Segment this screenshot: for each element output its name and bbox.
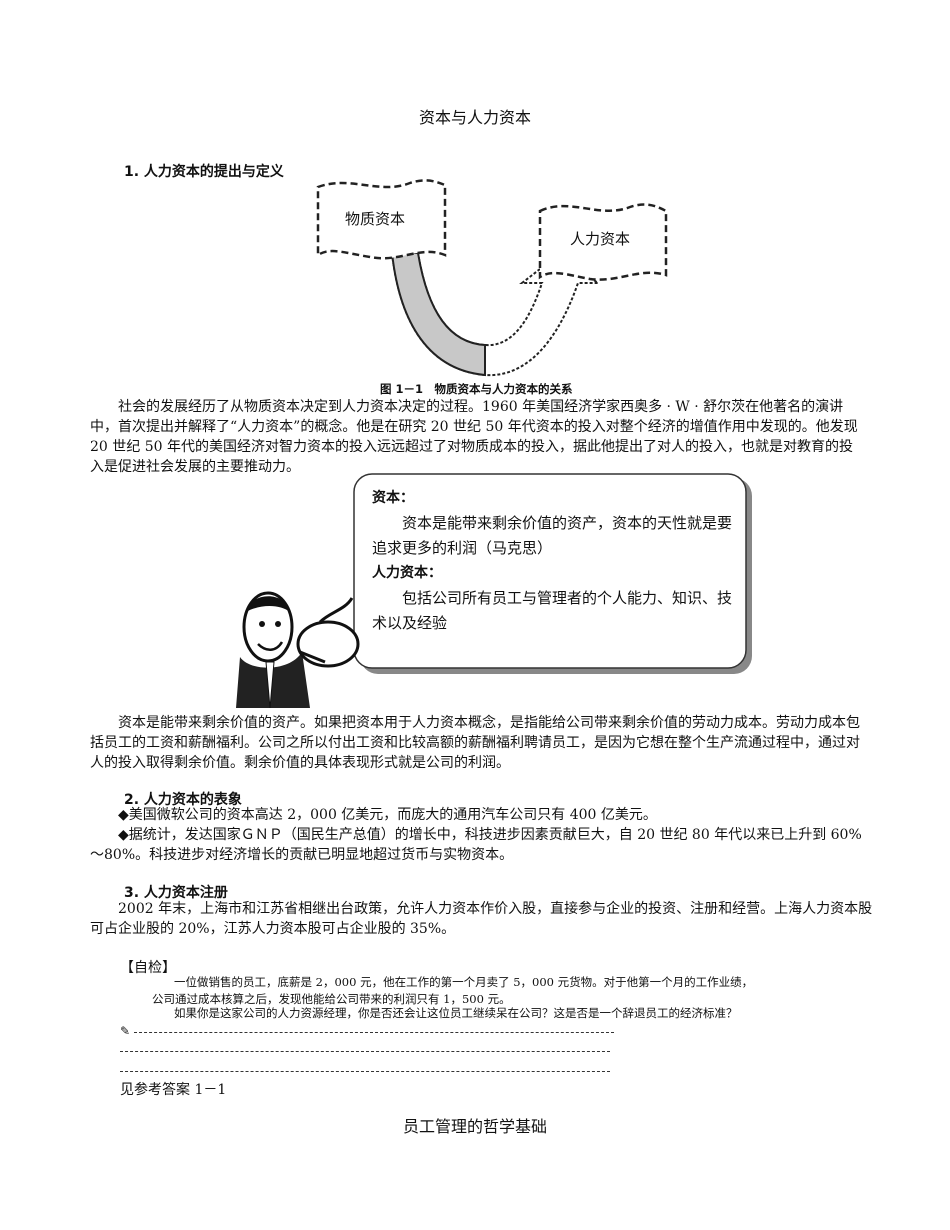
selfcheck-label: 【自检】 <box>120 960 176 976</box>
capital-relation-diagram: 物质资本 人力资本 <box>316 179 668 377</box>
selfcheck-line3: 如果你是这家公司的人力资源经理，你是否还会让这位员工继续呆在公司？这是否是一个辞… <box>174 1006 738 1020</box>
pencil-icon: ✎ <box>120 1024 131 1038</box>
answer-line-1[interactable] <box>134 1032 614 1033</box>
figure-caption: 图 1－1 物质资本与人力资本的关系 <box>380 382 573 396</box>
callout-graphic <box>236 473 752 708</box>
arrow-shade <box>390 252 486 377</box>
bullet-gnp: ◆据统计，发达国家ＧＮＰ（国民生产总值）的增长中，科技进步因素贡献巨大，自 20… <box>90 827 862 863</box>
callout-content: 资本： 资本是能带来剩余价值的资产，资本的天性就是要追求更多的利润（马克思） 人… <box>372 486 736 636</box>
human-capital-label: 人力资本： <box>372 565 442 581</box>
answer-line-2[interactable] <box>120 1051 610 1052</box>
registration-paragraph: 2002 年末，上海市和江苏省相继出台政策，允许人力资本作价入股，直接参与企业的… <box>90 901 873 937</box>
section1-heading: 1. 人力资本的提出与定义 <box>124 164 284 180</box>
answer-reference: 见参考答案 1－1 <box>120 1082 227 1098</box>
right-banner-label: 人力资本 <box>570 230 630 248</box>
left-banner-label: 物质资本 <box>345 210 405 228</box>
capital-definition: 资本是能带来剩余价值的资产，资本的天性就是要追求更多的利润（马克思） <box>372 514 733 557</box>
human-capital-definition: 包括公司所有员工与管理者的个人能力、知识、技术以及经验 <box>372 589 733 632</box>
section2-heading: 2. 人力资本的表象 <box>124 792 242 808</box>
next-section-title: 员工管理的哲学基础 <box>402 1117 547 1136</box>
selfcheck-line2: 公司通过成本核算之后，发现他能给公司带来的利润只有 1，500 元。 <box>152 992 511 1006</box>
intro-paragraph: 社会的发展经历了从物质资本决定到人力资本决定的过程。1960 年美国经济学家西奥… <box>90 399 858 475</box>
capital-paragraph: 资本是能带来剩余价值的资产。如果把资本用于人力资本概念，是指能给公司带来剩余价值… <box>90 715 860 771</box>
selfcheck-line1: 一位做销售的员工，底薪是 2，000 元，他在工作的第一个月卖了 5，000 元… <box>174 975 754 989</box>
section3-heading: 3. 人力资本注册 <box>124 885 228 901</box>
callout-box <box>353 473 747 669</box>
right-banner <box>538 203 668 281</box>
page-title: 资本与人力资本 <box>418 108 531 127</box>
capital-label: 资本： <box>372 490 414 506</box>
answer-line-3[interactable] <box>120 1071 610 1072</box>
bullet-microsoft: ◆美国微软公司的资本高达 2，000 亿美元，而庞大的通用汽车公司只有 400 … <box>118 807 657 823</box>
left-banner <box>316 179 447 260</box>
cartoon-man-icon <box>236 591 360 708</box>
